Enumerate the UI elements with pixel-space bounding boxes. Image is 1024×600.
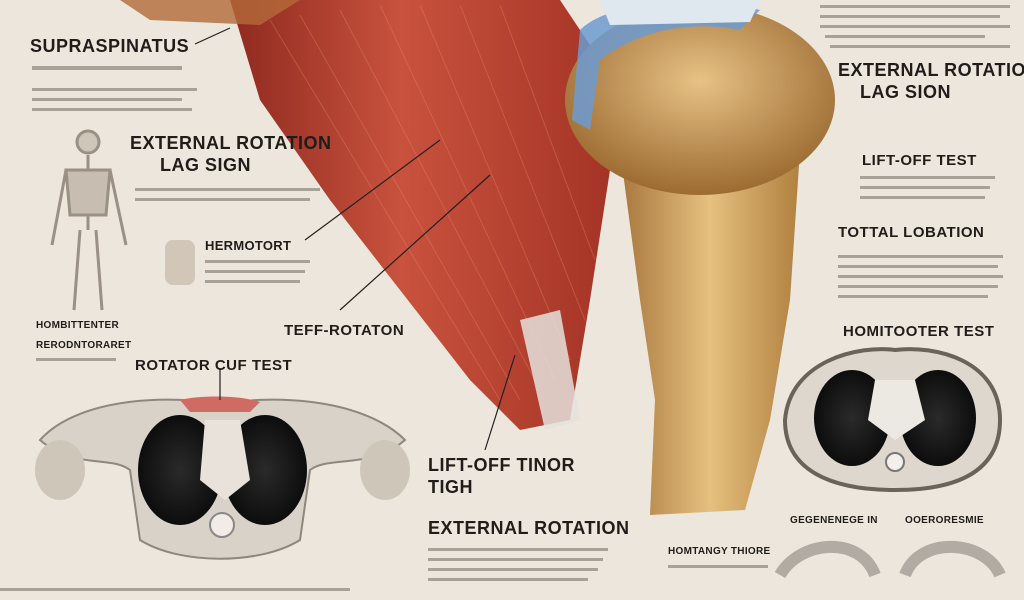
rib-arc-left xyxy=(774,540,881,579)
label-ext-rot-lag-right-1: EXTERNAL ROTATION xyxy=(838,60,1024,80)
label-bottom-right-small-1: GEGENENEGE IN xyxy=(790,515,878,526)
tendon xyxy=(520,310,580,430)
humeral-head xyxy=(565,5,835,195)
skeleton-figure xyxy=(50,129,128,311)
label-lift-off-tinor-1: LIFT-OFF TINOR xyxy=(428,455,575,475)
label-external-rotation-bottom: EXTERNAL ROTATION xyxy=(428,518,630,538)
label-supraspinatus: SUPRASPINATUS xyxy=(30,36,190,56)
label-bottom-small: HOMTANGY THIORE xyxy=(668,546,771,557)
label-rotator-cuff-test: ROTATOR CUF TEST xyxy=(135,357,293,374)
label-ext-rot-lag-left-2: LAG SIGN xyxy=(160,155,252,175)
label-bottom-right-small-2: OOERORESMIE xyxy=(905,515,984,526)
label-left-small-2: RERODNTORARET xyxy=(36,340,132,351)
cartilage xyxy=(572,1,760,130)
rib-arc-right xyxy=(899,540,1006,578)
label-hornblower-test: HOMITOOTER TEST xyxy=(843,323,995,340)
chest-cross-section-right xyxy=(782,347,1003,493)
label-ext-rot-lag-right-2: LAG SION xyxy=(860,82,952,102)
label-lift-off-tinor-2: TIGH xyxy=(428,477,473,497)
label-teff-rotation: TEFF-ROTATON xyxy=(284,322,405,339)
label-hornblower-mid: HERMOTORT xyxy=(205,238,292,253)
chest-cross-section-left xyxy=(35,396,410,560)
label-left-small: HOMBITTENTER xyxy=(36,320,120,331)
label-total-rotation: TOTTAL LOBATION xyxy=(838,224,985,241)
muscle-mass xyxy=(230,0,610,430)
label-lift-off-test: LIFT-OFF TEST xyxy=(862,152,977,169)
humerus-shaft xyxy=(620,150,800,515)
label-ext-rot-lag-left-1: EXTERNAL ROTATION xyxy=(130,133,332,153)
